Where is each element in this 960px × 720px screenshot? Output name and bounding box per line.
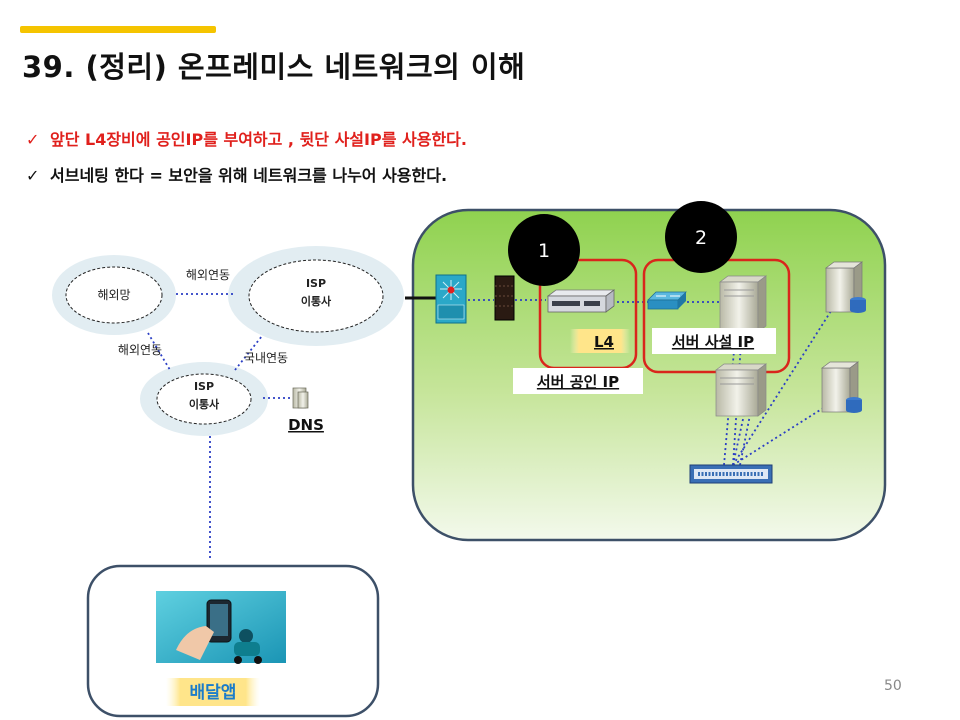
l4-switch-icon xyxy=(546,289,616,313)
check-icon: ✓ xyxy=(26,166,40,185)
private-ip-label: 서버 사설 IP xyxy=(672,333,754,351)
isp-top-node xyxy=(248,259,384,333)
badge-1 xyxy=(508,214,580,286)
link-label-overseas-top: 해외연동 xyxy=(186,268,230,282)
database-server-icon-2 xyxy=(820,361,862,413)
isp-bottom-label: ISP xyxy=(194,380,214,393)
public-ip-label-bg xyxy=(513,368,643,394)
core-switch-icon xyxy=(435,274,467,324)
link-isp-domestic xyxy=(234,335,263,371)
badge-1-label: 1 xyxy=(538,240,550,262)
link-storage-server2b xyxy=(739,414,751,466)
check-icon: ✓ xyxy=(26,130,40,149)
database-server-icon xyxy=(824,261,866,313)
public-ip-label: 서버 공인 IP xyxy=(537,373,619,391)
delivery-app-image xyxy=(156,591,286,664)
dns-label: DNS xyxy=(288,416,324,434)
overseas-net-label: 해외망 xyxy=(97,288,130,302)
isp-bottom-node xyxy=(156,373,252,425)
isp-bottom-sublabel: 이통사 xyxy=(189,397,220,411)
link-storage-server2 xyxy=(732,409,746,466)
link-label-overseas-left: 해외연동 xyxy=(118,343,162,357)
firewall-icon xyxy=(494,275,515,321)
bullet-text: 서브네팅 한다 = 보안을 위해 네트워크를 나누어 사용한다. xyxy=(50,166,448,185)
page-title: 39. (정리) 온프레미스 네트워크의 이해 xyxy=(22,50,526,84)
badge-2-label: 2 xyxy=(695,227,707,249)
dns-server-icon xyxy=(292,387,309,409)
delivery-app-label-bg xyxy=(166,678,260,706)
title-accent-bar xyxy=(20,26,216,33)
link-storage-db2 xyxy=(732,399,837,466)
isp-top-sublabel: 이통사 xyxy=(301,294,332,308)
bullet-public-ip: ✓ 앞단 L4장비에 공인IP를 부여하고 , 뒷단 사설IP를 사용한다. xyxy=(26,126,467,150)
delivery-app-label: 배달앱 xyxy=(190,682,237,703)
access-switch-icon xyxy=(647,291,687,310)
bullet-subnetting: ✓ 서브네팅 한다 = 보안을 위해 네트워크를 나누어 사용한다. xyxy=(26,162,447,186)
isp-top-label: ISP xyxy=(306,277,326,290)
onprem-zone xyxy=(411,208,887,542)
page-number: 50 xyxy=(884,678,902,694)
link-overseas-isp-bottom xyxy=(147,332,171,371)
bullet-text: 앞단 L4장비에 공인IP를 부여하고 , 뒷단 사설IP를 사용한다. xyxy=(50,130,467,149)
badge-2 xyxy=(665,201,737,273)
server-icon xyxy=(718,275,768,333)
overseas-node xyxy=(65,266,163,324)
l4-label-bg xyxy=(570,329,630,353)
server-icon-2 xyxy=(714,363,768,417)
storage-switch-icon xyxy=(689,464,773,484)
link-label-domestic: 국내연동 xyxy=(244,351,288,365)
l4-label: L4 xyxy=(594,333,614,351)
private-ip-label-bg xyxy=(652,328,776,354)
